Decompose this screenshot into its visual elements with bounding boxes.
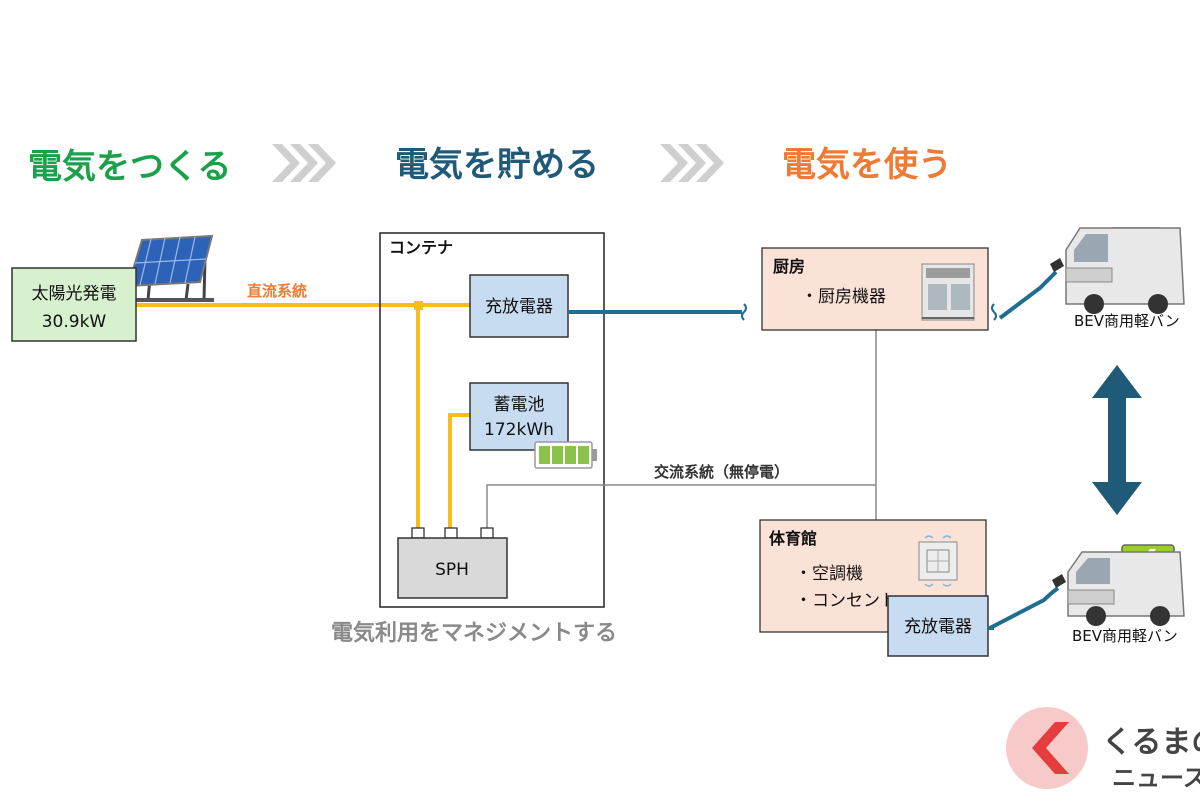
kitchen-item: ・厨房機器	[801, 287, 886, 307]
gym-charger-label: 充放電器	[904, 617, 972, 637]
solar-name: 太陽光発電	[32, 284, 117, 304]
solar-box	[11, 267, 137, 342]
gym-charger-box	[887, 595, 989, 657]
dc-lines	[136, 303, 470, 528]
solar-panel-icon	[126, 234, 214, 302]
solar-capacity: 30.9kW	[42, 312, 107, 332]
header-use: 電気を使う	[782, 145, 952, 185]
kitchen-appliance-icon	[921, 263, 975, 321]
battery-box	[469, 382, 569, 451]
van-bottom-label: BEV商用軽バン	[1072, 627, 1178, 645]
management-caption: 電気利用をマネジメントする	[331, 620, 617, 646]
container-charger-label: 充放電器	[485, 297, 553, 317]
kitchen-title: 厨房	[773, 257, 805, 276]
header-store: 電気を貯める	[395, 145, 599, 185]
svg-text:ニュース: ニュース	[1112, 764, 1200, 792]
battery-level-icon	[534, 441, 597, 469]
sph-box	[397, 537, 508, 599]
dc-system-label: 直流系統	[247, 282, 307, 300]
gym-item-aircon: ・空調機	[795, 564, 863, 584]
chevron-arrows-2-icon	[660, 144, 724, 182]
sph-terminals	[411, 527, 494, 539]
ac-system-label: 交流系統（無停電）	[654, 463, 789, 481]
header-make: 電気をつくる	[28, 147, 231, 187]
double-arrow-icon	[1092, 365, 1142, 515]
break-mark-icon	[991, 303, 997, 321]
gym-title: 体育館	[769, 529, 817, 548]
chevron-arrows-1-icon	[272, 144, 336, 182]
van-top-icon	[998, 227, 1185, 320]
battery-name: 蓄電池	[494, 395, 545, 415]
sph-label: SPH	[435, 560, 469, 580]
van-bottom-icon	[989, 544, 1185, 630]
ac-lines	[486, 330, 877, 528]
battery-capacity: 172kWh	[484, 420, 554, 440]
gym-item-outlet: ・コンセント	[795, 591, 897, 611]
kurumanonews-logo: くるまの ニュース	[1006, 707, 1200, 792]
svg-text:くるまの: くるまの	[1102, 725, 1200, 760]
container-title: コンテナ	[389, 238, 453, 257]
dc-junction	[414, 301, 423, 310]
container-box	[379, 232, 605, 608]
van-top-label: BEV商用軽バン	[1074, 312, 1180, 330]
air-conditioner-icon	[918, 535, 958, 587]
break-mark-icon	[741, 303, 747, 321]
container-charger-box	[469, 274, 569, 338]
